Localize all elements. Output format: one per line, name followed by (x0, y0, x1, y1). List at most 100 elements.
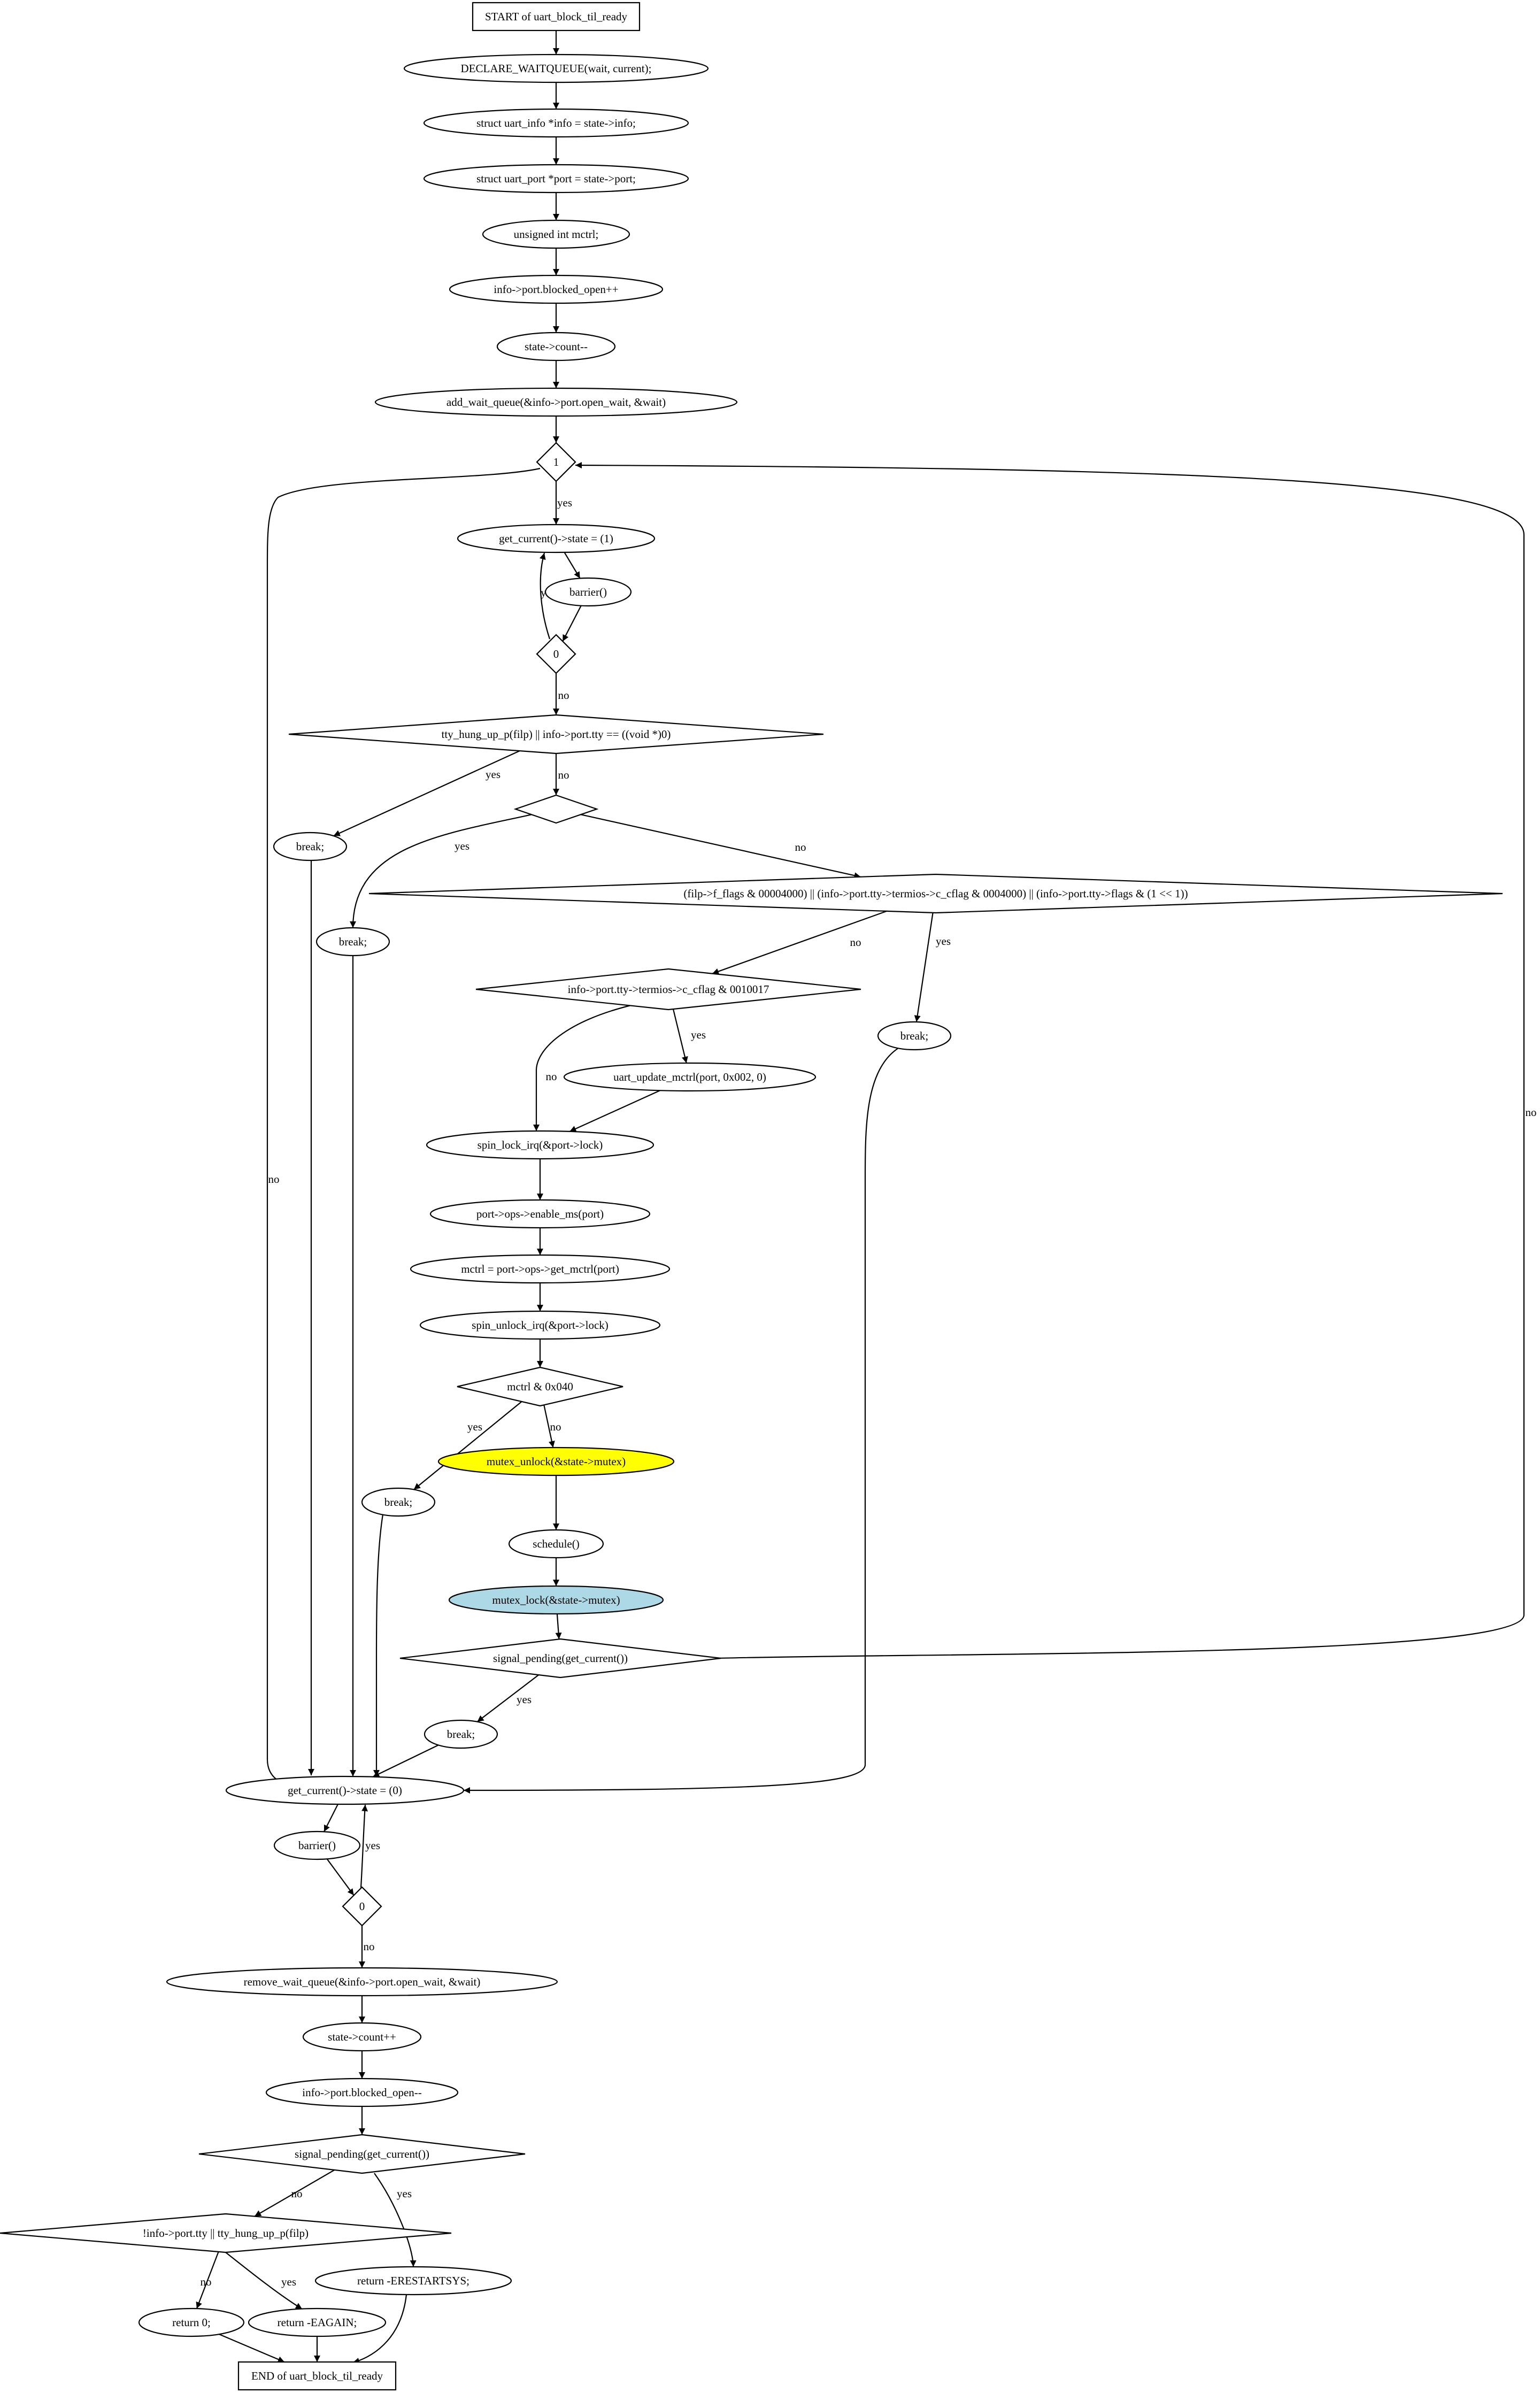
node-label: get_current()->state = (1) (499, 532, 613, 545)
edge-label-no: no (291, 2187, 303, 2200)
node-diamond-shape (536, 442, 576, 482)
edge-line (374, 2173, 417, 2267)
edge-line (543, 1405, 555, 1448)
node-port-ellipse: struct uart_port *port = state->port; (423, 164, 689, 194)
edge-n_zero1-to-n_hungup: no (553, 673, 569, 715)
node-label: 1 (553, 456, 559, 468)
node-label: mutex_unlock(&state->mutex) (487, 1455, 626, 1468)
node-label: schedule() (533, 1537, 579, 1550)
edge-label-yes: yes (455, 840, 469, 852)
node-set-state0-ellipse: get_current()->state = (0) (225, 1775, 465, 1805)
edge-n_cflag-to-n_update_mctrl: yes (672, 1009, 706, 1064)
node-diamond-shape (457, 1366, 623, 1407)
edge-label-no: no (558, 768, 569, 781)
node-ellipse-shape (877, 1021, 952, 1051)
node-diamond-shape (475, 968, 861, 1011)
node-get-mctrl-ellipse: mctrl = port->ops->get_mctrl(port) (410, 1254, 671, 1284)
node-ellipse-shape (138, 2307, 245, 2337)
node-label: tty_hung_up_p(filp) || info->port.tty ==… (442, 728, 671, 741)
node-mutex-unlock-ellipse: mutex_unlock(&state->mutex) (437, 1446, 675, 1476)
nodes-layer: START of uart_block_til_readyDECLARE_WAI… (0, 2, 1503, 2391)
edge-line (333, 750, 520, 837)
node-label: return -EAGAIN; (278, 2316, 357, 2329)
edge-label-no: no (795, 841, 806, 853)
node-ellipse-shape (482, 219, 630, 249)
node-ellipse-shape (563, 1062, 817, 1092)
node-mutex-lock-ellipse: mutex_lock(&state->mutex) (448, 1585, 664, 1615)
node-ellipse-shape (374, 387, 738, 417)
node-return0-ellipse: return 0; (138, 2307, 245, 2337)
edge-label-yes: yes (397, 2187, 412, 2200)
node-ellipse-shape (423, 108, 689, 138)
node-ellipse-shape (508, 1529, 604, 1559)
edge-label-yes: yes (517, 1693, 532, 1706)
node-cflag-diamond: info->port.tty->termios->c_cflag & 00100… (475, 968, 861, 1011)
edge-n_hungup-to-n_break1: yes (333, 750, 520, 837)
node-label: DECLARE_WAITQUEUE(wait, current); (461, 62, 652, 75)
node-ellipse-shape (496, 332, 616, 361)
node-mctrl-decl-ellipse: unsigned int mctrl; (482, 219, 630, 249)
edge-n_sig_pending1-to-n_loop: no (575, 462, 1537, 1659)
node-ellipse-shape (423, 164, 689, 194)
node-label: add_wait_queue(&info->port.open_wait, &w… (446, 396, 666, 409)
edge-line (254, 2169, 335, 2217)
edge-line (352, 2294, 407, 2364)
node-label: state->count-- (525, 340, 588, 353)
edge-label-no: no (546, 1070, 557, 1083)
node-diamond-shape (368, 873, 1503, 914)
node-label: START of uart_block_til_ready (485, 10, 628, 23)
edge-n_empty_dia-to-n_flags: no (580, 814, 861, 879)
edge-n_set_state0-to-n_barrier2 (324, 1804, 338, 1832)
node-label: mctrl & 0x040 (507, 1380, 573, 1393)
edge-label-yes: yes (467, 1420, 482, 1433)
node-count-dec-ellipse: state->count-- (496, 332, 616, 361)
node-sig-pending2-diamond: signal_pending(get_current()) (198, 2134, 526, 2174)
edge-line (463, 1048, 899, 1794)
node-start-box: START of uart_block_til_ready (472, 2, 641, 32)
node-box-shape (472, 2, 641, 32)
edge-label-yes: yes (936, 935, 951, 948)
edge-n_flags-to-n_cflag: no (712, 910, 887, 975)
node-label: mctrl = port->ops->get_mctrl(port) (461, 1263, 619, 1275)
node-spin-unlock-ellipse: spin_unlock_irq(&port->lock) (419, 1310, 661, 1340)
node-info-ellipse: struct uart_info *info = state->info; (423, 108, 689, 138)
node-label: 0 (553, 648, 559, 660)
node-label: break; (900, 1029, 928, 1042)
edge-label-yes: yes (691, 1028, 706, 1041)
node-label: mutex_lock(&state->mutex) (492, 1594, 620, 1606)
edge-line (575, 462, 1525, 1659)
node-ellipse-shape (248, 2307, 387, 2337)
node-break5-ellipse: break; (424, 1719, 498, 1749)
edge-n_break4-to-n_set_state0 (373, 1514, 384, 1776)
edge-line (564, 552, 581, 579)
edge-label-yes: yes (486, 768, 500, 781)
node-label: struct uart_port *port = state->port; (476, 172, 636, 185)
node-diamond-shape (513, 794, 599, 824)
node-label: port->ops->enable_ms(port) (476, 1207, 604, 1220)
edge-line (219, 2334, 285, 2363)
node-blocked-dec-ellipse: info->port.blocked_open-- (265, 2077, 459, 2107)
node-break2-ellipse: break; (315, 927, 390, 957)
node-label: 0 (359, 1900, 365, 1913)
edge-n_tty_check-to-n_return0: no (196, 2251, 219, 2309)
edge-n_sig_pending2-to-n_restartsys: yes (374, 2173, 417, 2267)
node-hungup-diamond: tty_hung_up_p(filp) || info->port.tty ==… (288, 714, 824, 755)
node-ellipse-shape (314, 2266, 512, 2296)
edge-n_sig_pending2-to-n_tty_check: no (254, 2169, 335, 2217)
node-ellipse-shape (448, 1585, 664, 1615)
edge-n_barrier1-to-n_zero1 (562, 605, 582, 642)
node-label: uart_update_mctrl(port, 0x002, 0) (613, 1071, 766, 1083)
edge-n_loop-to-n_set_state0: no (266, 467, 541, 1790)
node-label: break; (384, 1496, 412, 1509)
node-diamond-shape (399, 1638, 721, 1679)
node-tty-check-diamond: !info->port.tty || tty_hung_up_p(filp) (0, 2213, 452, 2253)
edge-label-no: no (268, 1173, 280, 1186)
node-remove-wait-ellipse: remove_wait_queue(&info->port.open_wait,… (166, 1967, 558, 1997)
edge-n_break3-to-n_set_state0 (463, 1048, 899, 1794)
node-set-state1-ellipse: get_current()->state = (1) (457, 524, 656, 553)
edge-n_mutex_lock-to-n_sig_pending1 (555, 1613, 562, 1640)
node-label: spin_unlock_irq(&port->lock) (472, 1319, 609, 1332)
edge-label-no: no (850, 936, 861, 949)
node-label: break; (447, 1728, 475, 1741)
